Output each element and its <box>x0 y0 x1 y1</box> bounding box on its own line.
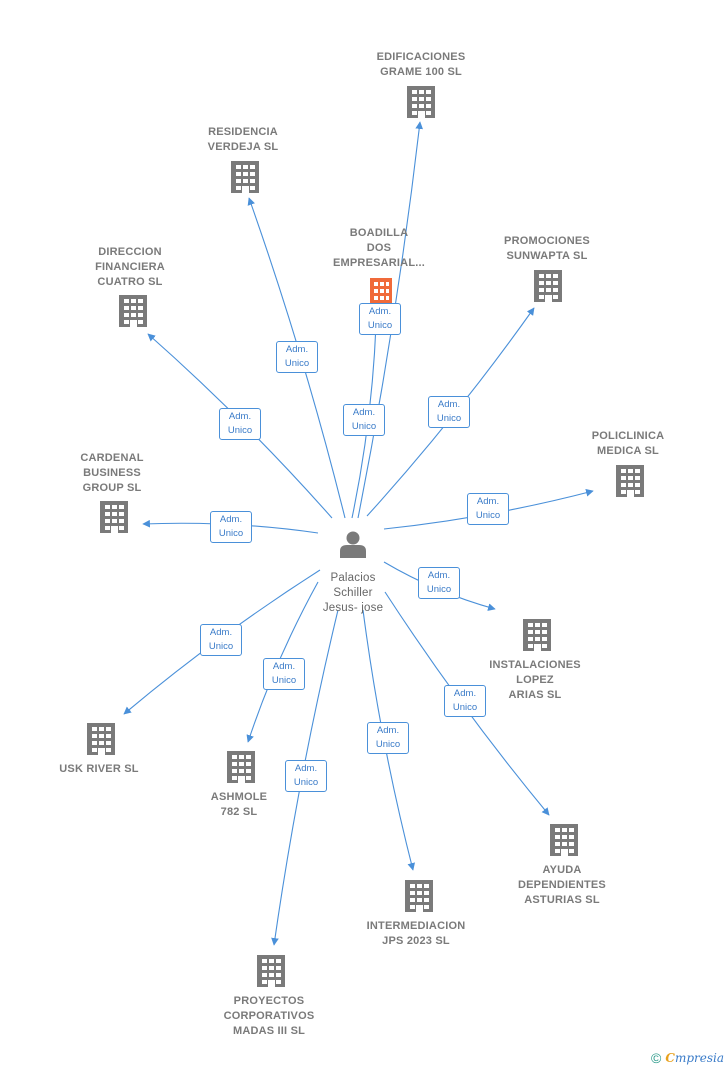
building-icon-proyectos[interactable] <box>257 955 285 987</box>
person-icon[interactable] <box>340 531 366 559</box>
building-icon-boadilla[interactable] <box>370 278 392 306</box>
relation-label-policlinica[interactable]: Adm. Unico <box>467 493 509 525</box>
relation-label-boadilla[interactable]: Adm. Unico <box>343 404 385 436</box>
relation-label-instalaciones[interactable]: Adm. Unico <box>418 567 460 599</box>
company-label-residencia[interactable]: RESIDENCIA VERDEJA SL <box>207 126 279 153</box>
relation-label-edificaciones[interactable]: Adm. Unico <box>359 303 401 335</box>
footer-brand: © Cmpresia <box>651 1050 724 1066</box>
building-icon-intermediacion[interactable] <box>405 880 433 912</box>
center-person-label[interactable]: Palacios Schiller Jesus- jose <box>322 572 384 614</box>
building-icon-uskriver[interactable] <box>87 723 115 755</box>
company-label-promociones[interactable]: PROMOCIONES SUNWAPTA SL <box>504 235 590 262</box>
relation-label-ashmole[interactable]: Adm. Unico <box>263 658 305 690</box>
company-label-cardenal[interactable]: CARDENAL BUSINESS GROUP SL <box>80 452 144 494</box>
relation-label-residencia[interactable]: Adm. Unico <box>276 341 318 373</box>
relation-label-direccion[interactable]: Adm. Unico <box>219 408 261 440</box>
company-label-intermediacion[interactable]: INTERMEDIACION JPS 2023 SL <box>366 920 466 947</box>
building-icon-direccion[interactable] <box>119 295 147 327</box>
company-label-policlinica[interactable]: POLICLINICA MEDICA SL <box>591 430 665 457</box>
company-label-instalaciones[interactable]: INSTALACIONES LOPEZ ARIAS SL <box>489 659 581 701</box>
brand-logo[interactable]: Cmpresia <box>665 1051 724 1065</box>
building-icon-residencia[interactable] <box>231 161 259 193</box>
copyright-icon: © <box>651 1050 662 1066</box>
company-label-ashmole[interactable]: ASHMOLE 782 SL <box>210 791 268 818</box>
relation-label-proyectos[interactable]: Adm. Unico <box>285 760 327 792</box>
building-icon-instalaciones[interactable] <box>523 619 551 651</box>
company-label-direccion[interactable]: DIRECCION FINANCIERA CUATRO SL <box>95 246 165 288</box>
icons-layer <box>87 86 644 987</box>
relation-label-uskriver[interactable]: Adm. Unico <box>200 624 242 656</box>
company-label-uskriver[interactable]: USK RIVER SL <box>59 763 139 775</box>
relation-label-intermediacion[interactable]: Adm. Unico <box>367 722 409 754</box>
company-label-boadilla[interactable]: BOADILLA DOS EMPRESARIAL... <box>332 227 426 269</box>
building-icon-promociones[interactable] <box>534 270 562 302</box>
building-icon-ashmole[interactable] <box>227 751 255 783</box>
relation-label-promociones[interactable]: Adm. Unico <box>428 396 470 428</box>
building-icon-edificaciones[interactable] <box>407 86 435 118</box>
company-label-ayuda[interactable]: AYUDA DEPENDIENTES ASTURIAS SL <box>518 864 606 906</box>
company-label-edificaciones[interactable]: EDIFICACIONES GRAME 100 SL <box>376 51 466 78</box>
relation-label-cardenal[interactable]: Adm. Unico <box>210 511 252 543</box>
building-icon-cardenal[interactable] <box>100 501 128 533</box>
building-icon-policlinica[interactable] <box>616 465 644 497</box>
building-icon-ayuda[interactable] <box>550 824 578 856</box>
relation-label-ayuda[interactable]: Adm. Unico <box>444 685 486 717</box>
company-label-proyectos[interactable]: PROYECTOS CORPORATIVOS MADAS III SL <box>223 995 315 1037</box>
